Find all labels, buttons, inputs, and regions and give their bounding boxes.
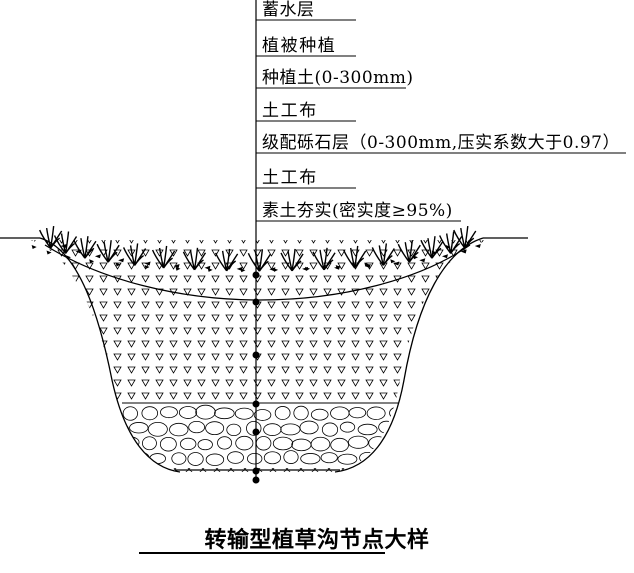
gravel-stone xyxy=(195,404,216,420)
title-underline xyxy=(139,552,385,554)
grass-tuft xyxy=(280,248,304,272)
gravel-stone xyxy=(255,436,272,451)
diagram-title: 转输型植草沟节点大样 xyxy=(204,528,430,553)
gravel-stone xyxy=(205,453,225,466)
gravel-stone xyxy=(283,450,299,464)
grass-tuft xyxy=(247,249,271,272)
gravel-stone xyxy=(147,421,168,437)
channel-wall-left xyxy=(39,237,181,473)
gravel-stone xyxy=(110,450,128,466)
gravel-stone xyxy=(149,453,166,465)
gravel-stone xyxy=(234,407,254,420)
gravel-stone xyxy=(386,436,407,451)
gravel-stone xyxy=(396,422,413,435)
gravel-stone xyxy=(142,436,157,451)
leader-dot-geotextile-2 xyxy=(252,467,260,475)
leader-dot-gravel xyxy=(252,428,260,436)
compacted-base-fill xyxy=(30,468,490,472)
leader-dot-vegetation xyxy=(252,298,260,306)
grass-tuft xyxy=(96,240,120,263)
soil-surface-line xyxy=(44,244,471,301)
label-compacted-soil: 素土夯实(密实度≥95%) xyxy=(262,201,453,221)
grass-tuft xyxy=(39,225,63,249)
gravel-stone xyxy=(226,423,242,436)
grass-tuft xyxy=(343,245,367,269)
gravel-stone xyxy=(197,439,213,451)
gravel-stone xyxy=(320,452,338,464)
gravel-stone xyxy=(293,405,309,421)
grass-tuft xyxy=(420,236,444,259)
grass-tuft xyxy=(53,231,78,254)
grass-tuft xyxy=(453,225,477,249)
gravel-stone xyxy=(160,406,178,419)
gravel-stone xyxy=(321,422,339,437)
gravel-stone xyxy=(178,406,198,419)
gravel-stone xyxy=(159,436,177,452)
gravel-stone xyxy=(103,407,120,420)
gravel-stone xyxy=(310,408,329,421)
gravel-stone xyxy=(330,437,349,453)
label-water-storage-layer: 蓄水层 xyxy=(262,0,315,20)
gravel-stone xyxy=(272,436,294,451)
leader-dot-geotextile-1 xyxy=(252,400,260,408)
gravel-stone xyxy=(389,406,407,420)
leader-dot-water xyxy=(252,271,260,279)
gravel-stone xyxy=(348,435,369,449)
leader-dot-base xyxy=(252,476,260,484)
gravel-stone xyxy=(263,423,282,436)
gravel-stone xyxy=(357,423,378,436)
gravel-stone xyxy=(104,437,121,448)
gravel-stone xyxy=(169,422,189,437)
gravel-stone xyxy=(379,451,396,466)
gravel-stone xyxy=(300,453,321,465)
vegetation-group xyxy=(31,225,481,273)
gravel-stone xyxy=(217,436,233,450)
gravel-stone xyxy=(337,453,358,465)
grass-tuft xyxy=(214,248,239,272)
gravel-stone xyxy=(214,407,235,420)
grass-tuft xyxy=(439,231,463,254)
label-graded-gravel: 级配砾石层（0-300mm,压实系数大于0.97） xyxy=(262,133,621,153)
gravel-stone xyxy=(205,421,225,436)
grass-tuft xyxy=(312,247,336,271)
grass-tuft xyxy=(73,236,97,259)
grass-tuft xyxy=(151,245,176,269)
gravel-stone xyxy=(171,452,187,465)
gravel-stone xyxy=(122,406,138,421)
label-geotextile-1: 土工布 xyxy=(262,101,318,121)
gravel-stone xyxy=(366,406,386,420)
grass-tuft xyxy=(397,240,421,263)
gravel-stone xyxy=(187,452,204,466)
gravel-stone xyxy=(291,438,312,452)
gravel-stone xyxy=(141,406,159,421)
gravel-stone xyxy=(179,437,197,451)
gravel-stone xyxy=(274,406,291,420)
grass-tuft xyxy=(371,243,395,266)
gravel-stone xyxy=(280,423,301,436)
channel-wall-right xyxy=(334,237,484,473)
grass-tuft xyxy=(122,243,147,266)
leader-horizontal-lines xyxy=(256,19,626,222)
gravel-stone xyxy=(263,451,282,465)
grass-tuft xyxy=(182,247,207,271)
gravel-stone xyxy=(339,421,356,433)
gravel-stone xyxy=(398,452,416,468)
label-geotextile-2: 土工布 xyxy=(262,168,318,188)
gravel-stone xyxy=(348,407,367,419)
label-vegetation: 植被种植 xyxy=(262,36,337,56)
gravel-stone xyxy=(129,422,149,434)
gravel-stone xyxy=(253,409,272,421)
gravel-stone xyxy=(227,451,244,464)
gravel-stone xyxy=(235,435,254,451)
gravel-stone xyxy=(330,406,350,420)
gravel-stone xyxy=(299,420,319,435)
gravel-stone xyxy=(246,420,262,436)
leader-dot-soil xyxy=(252,351,260,359)
gravel-stone xyxy=(310,436,331,452)
gravel-stone xyxy=(247,452,263,465)
label-planting-soil: 种植土(0-300mm) xyxy=(262,68,414,88)
gravel-stone xyxy=(188,420,206,434)
